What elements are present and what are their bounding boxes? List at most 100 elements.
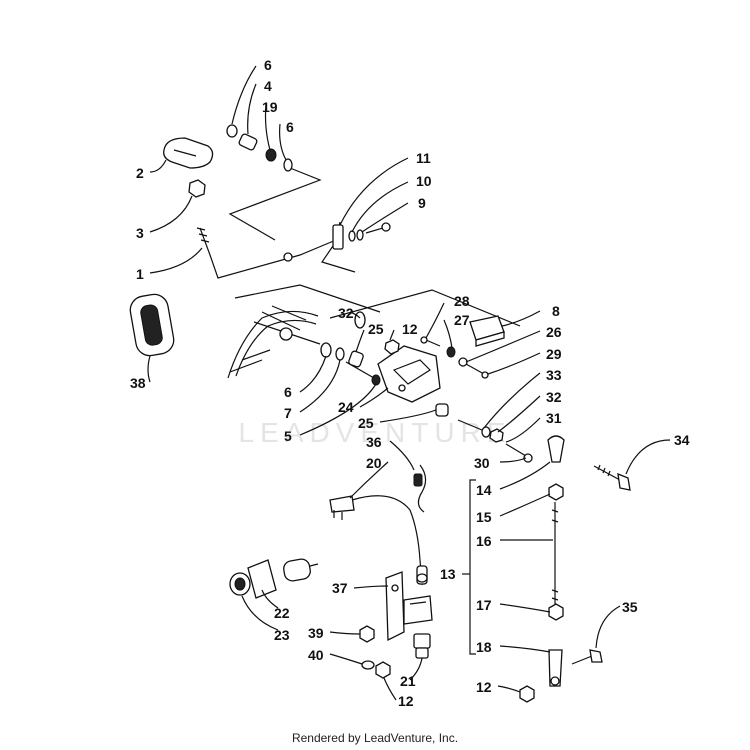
callout-15: 15 [476,509,492,525]
bracket-part-24 [377,339,441,403]
bushing-part-4 [238,133,258,151]
callout-33: 33 [546,367,562,383]
callout-18: 18 [476,639,492,655]
wire-part-36 [413,464,427,513]
callout-6b: 6 [286,119,294,135]
callout-2: 2 [136,165,144,181]
callout-38: 38 [130,375,146,391]
callout-16: 16 [476,533,492,549]
washer-part-33 [481,426,491,438]
callout-25a: 25 [368,321,384,337]
callout-20: 20 [366,455,382,471]
spacer-part-25a [348,350,364,368]
callout-7: 7 [284,405,292,421]
nut-part-12c [519,685,535,703]
callout-12a: 12 [402,321,418,337]
cable-part-20 [329,495,428,586]
clevis-part-11 [332,224,344,250]
leader-lines [147,65,671,701]
link-hardware [435,403,533,463]
callout-12c: 12 [476,679,492,695]
bolt-part-5 [371,374,381,386]
callout-22: 22 [274,605,290,621]
callout-1: 1 [136,266,144,282]
callout-36: 36 [366,434,382,450]
callout-10: 10 [416,173,432,189]
shift-lever-part-1 [199,221,341,279]
bolt-part-30 [523,453,533,463]
pin-part-26 [458,357,468,367]
callout-4: 4 [264,78,272,94]
washer-part-6b [283,158,293,172]
washer-part-19 [265,148,277,162]
switch-bracket-part-37 [385,571,433,642]
callout-8: 8 [552,303,560,319]
callout-9: 9 [418,195,426,211]
callout-6c: 6 [284,384,292,400]
callout-31: 31 [546,410,562,426]
boot-part-23 [229,572,251,596]
nut-part-12a [384,339,400,355]
screw-part-29 [481,371,489,379]
washer-part-6c [320,342,332,358]
screw-part-28 [420,336,428,344]
footer-credit: Rendered by LeadVenture, Inc. [291,731,459,745]
callout-40: 40 [308,647,324,663]
washer-part-32a [354,311,366,329]
nut-part-3 [188,179,206,198]
rod-end-part-18 [548,649,563,687]
callout-27: 27 [454,312,470,328]
washer-part-27 [446,346,456,358]
callout-24: 24 [338,399,354,415]
callout-6a: 6 [264,57,272,73]
callout-30: 30 [474,455,490,471]
callout-14: 14 [476,482,492,498]
reference-lines [228,167,521,327]
grommet-part-38 [129,293,175,357]
shift-knob-assembly [163,124,391,279]
rod-end-part-14 [547,435,565,463]
group-bracket-13 [469,479,476,655]
jam-nut-part-15 [548,483,564,501]
watermark: LEADVENTURE [239,417,512,448]
callout-12b: 12 [398,693,414,709]
nut-part-32b [489,428,504,443]
callout-35: 35 [622,599,638,615]
switch-part-21 [413,633,431,659]
callout-26: 26 [546,324,562,340]
switch-part-22 [247,558,319,599]
callout-32b: 32 [546,389,562,405]
linkage-rod-assembly [469,435,565,687]
washer-part-10 [348,230,356,242]
callout-37: 37 [332,580,348,596]
pivot-hardware [320,311,381,386]
callout-11: 11 [416,150,431,166]
nut-part-39 [359,625,375,643]
block-hardware [420,315,505,379]
washer-part-40 [361,660,375,670]
callout-17: 17 [476,597,492,613]
bolt-part-34 [593,464,631,491]
jam-nut-part-17 [548,603,564,621]
callout-34: 34 [674,432,690,448]
callout-3: 3 [136,225,144,241]
callout-23: 23 [274,627,290,643]
callout-19: 19 [262,99,278,115]
bolt-part-9 [381,222,391,232]
callout-29: 29 [546,346,562,362]
shift-knob-part-2 [163,137,214,169]
callout-39: 39 [308,625,324,641]
callout-28: 28 [454,293,470,309]
bolt-part-35 [571,649,603,665]
callout-21: 21 [400,673,416,689]
callout-25b: 25 [358,415,374,431]
frame-section [227,305,321,379]
washer-part-6 [226,124,238,138]
nut-part-12b [375,661,391,679]
callout-13: 13 [440,566,456,582]
callout-32a: 32 [338,305,354,321]
spacer-part-25b [435,403,449,417]
washer-part-7 [335,347,345,361]
